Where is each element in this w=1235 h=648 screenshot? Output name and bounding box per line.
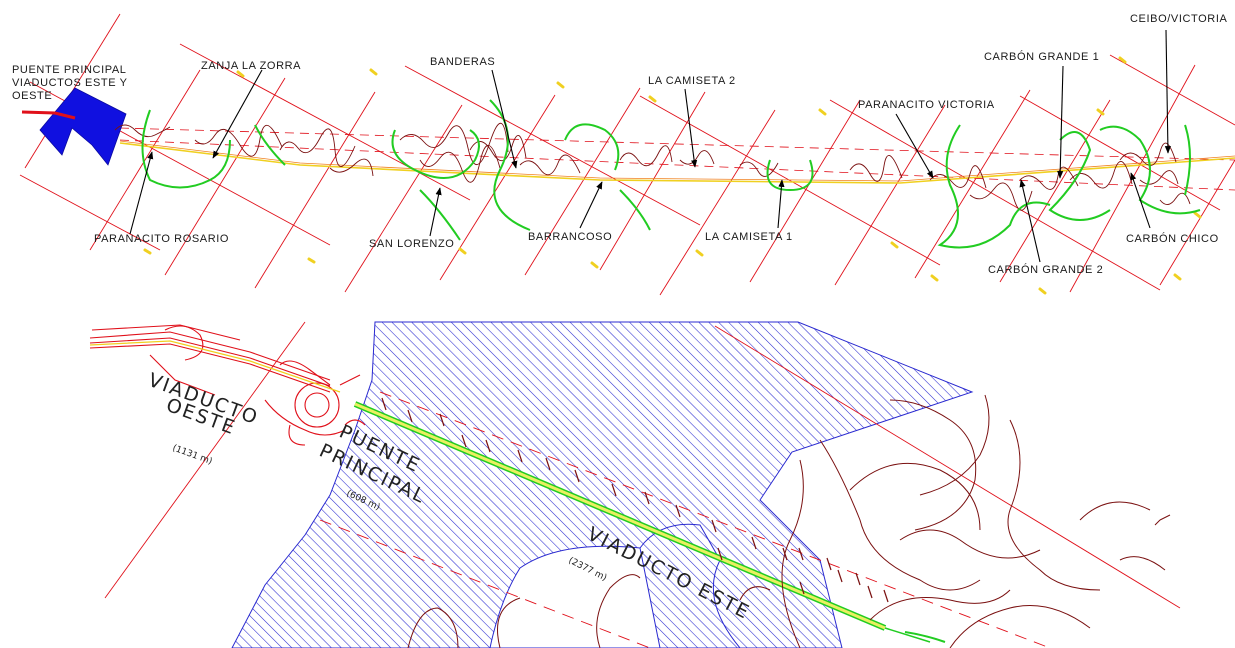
label-la-camiseta-1: LA CAMISETA 1	[705, 231, 793, 243]
label-paranacito-rosario: PARANACITO ROSARIO	[94, 233, 229, 245]
label-san-lorenzo: SAN LORENZO	[369, 238, 454, 250]
road-interchange	[89, 324, 366, 446]
bridge-piers	[381, 397, 889, 603]
detail-map: VIADUCTO OESTE (1131 m) PUENTE PRINCIPAL…	[89, 321, 1181, 648]
river-hatch-area	[231, 321, 974, 648]
route-lines	[119, 127, 1235, 191]
overview-labels: PUENTE PRINCIPAL VIADUCTOS ESTE Y OESTE …	[12, 13, 1227, 276]
label-viaducto-oeste-length: (1131 m)	[171, 443, 213, 467]
label-carbon-grande-2: CARBÓN GRANDE 2	[988, 263, 1103, 276]
label-barrancoso: BARRANCOSO	[528, 231, 612, 243]
green-streams	[141, 99, 1201, 249]
label-viaducto-este-length: (2377 m)	[567, 556, 609, 584]
label-ceibo-victoria: CEIBO/VICTORIA	[1130, 13, 1227, 25]
label-puente-principal-line3: OESTE	[12, 90, 52, 102]
label-puente-principal-line1: PUENTE PRINCIPAL	[12, 64, 127, 76]
grid-markers	[73, 56, 1202, 295]
label-zanja-la-zorra: ZANJA LA ZORRA	[201, 60, 301, 72]
label-paranacito-victoria: PARANACITO VICTORIA	[858, 99, 995, 111]
label-banderas: BANDERAS	[430, 56, 495, 68]
bridge-deck	[353, 401, 946, 643]
overview-map: PUENTE PRINCIPAL VIADUCTOS ESTE Y OESTE …	[12, 13, 1235, 296]
label-la-camiseta-2: LA CAMISETA 2	[648, 75, 736, 87]
label-puente-principal-line2: VIADUCTOS ESTE Y	[12, 77, 128, 89]
label-carbon-grande-1: CARBÓN GRANDE 1	[984, 50, 1099, 63]
label-carbon-chico: CARBÓN CHICO	[1126, 232, 1219, 245]
grid-lines-se	[19, 43, 1235, 291]
approach-road	[21, 110, 76, 120]
water-body	[39, 87, 127, 166]
road-center	[89, 340, 341, 393]
contour-lines	[114, 122, 1191, 211]
callout-arrows	[129, 29, 1171, 263]
detail-contours	[407, 394, 1171, 648]
